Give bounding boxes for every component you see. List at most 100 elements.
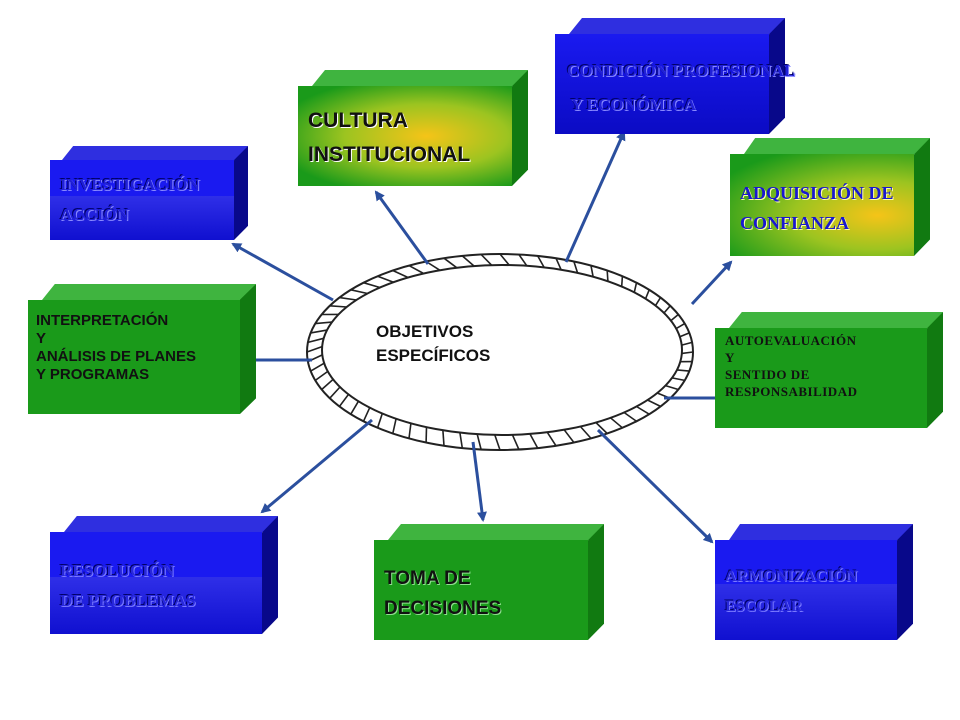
interpretacion-line1: INTERPRETACIÓN	[36, 312, 169, 329]
ring-tick	[315, 321, 333, 325]
arrow-to-toma	[471, 441, 487, 522]
autoevaluacion-line4: RESPONSABILIDAD	[725, 384, 858, 399]
box-autoevaluacion: AUTOEVALUACIÓN Y SENTIDO DE RESPONSABILI…	[715, 312, 943, 428]
ring-tick	[595, 421, 608, 435]
ring-tick	[679, 332, 690, 338]
ring-tick	[350, 289, 368, 295]
ring-tick	[654, 297, 662, 307]
ring-tick	[408, 264, 424, 275]
ring-tick	[663, 305, 671, 314]
ring-tick	[633, 282, 638, 293]
ring-tick	[636, 405, 650, 415]
autoevaluacion-line1: AUTOEVALUACIÓN	[725, 333, 857, 348]
ring-tick	[459, 432, 464, 449]
ring-tick	[579, 425, 592, 439]
box-condicion-profesional: CONDICIÓN PROFESIONAL Y ECONÓMICA	[555, 18, 795, 134]
ring-tick	[408, 423, 412, 439]
ring-tick	[647, 399, 661, 408]
ring-tick	[362, 407, 371, 422]
interpretacion-line2: Y	[36, 330, 47, 347]
interpretacion-line3: ANÁLISIS DE PLANES	[36, 348, 197, 365]
center-line1: OBJETIVOS	[376, 322, 474, 341]
ring-tick	[606, 270, 609, 282]
ring-tick	[442, 430, 445, 446]
ring-tick	[670, 313, 679, 322]
ring-tick	[609, 417, 623, 429]
ring-tick	[529, 433, 539, 449]
box-investigacion-accion: INVESTIGACIÓN ACCIÓN	[50, 146, 248, 240]
center-line2: ESPECÍFICOS	[376, 346, 491, 365]
adquisicion-line2: CONFIANZA	[740, 213, 850, 233]
condicion-line2: Y ECONÓMICA	[567, 95, 697, 114]
ring-tick	[392, 418, 397, 434]
box-adquisicion-confianza: ADQUISICIÓN DE CONFIANZA	[730, 138, 930, 256]
box-interpretacion-analisis: INTERPRETACIÓN Y ANÁLISIS DE PLANES Y PR…	[28, 284, 256, 414]
arrow-to-adquisicion	[690, 260, 733, 306]
ring-tick	[499, 253, 510, 266]
ring-tick	[329, 386, 341, 399]
ring-tick	[494, 434, 501, 451]
adquisicion-line1: ADQUISICIÓN DE	[740, 183, 894, 203]
ring-tick	[306, 345, 323, 353]
ring-tick	[307, 337, 324, 344]
ring-tick	[537, 255, 545, 268]
toma-line2: DECISIONES	[384, 598, 502, 619]
ring-tick	[376, 413, 384, 429]
ring-tick	[676, 369, 690, 372]
investigacion-line1: INVESTIGACIÓN	[60, 175, 200, 194]
autoevaluacion-line3: SENTIDO DE	[725, 367, 810, 382]
investigacion-line2: ACCIÓN	[60, 205, 129, 224]
ring-tick	[665, 384, 679, 391]
ring-tick	[480, 253, 493, 266]
ring-tick	[671, 377, 685, 382]
arrow-to-condicion	[564, 130, 626, 263]
autoevaluacion-line2: Y	[725, 350, 735, 365]
armonizacion-line2: ESCOLAR	[725, 598, 803, 615]
arrow-to-cultura	[374, 190, 430, 265]
ring-tick	[443, 257, 458, 269]
arrow-to-armonizacion	[596, 428, 714, 544]
resolucion-line1: RESOLUCIÓN	[60, 561, 175, 580]
ring-tick	[329, 305, 347, 308]
ring-tick	[555, 257, 562, 271]
arrow-to-investigacion	[231, 242, 334, 302]
cultura-line1: CULTURA	[308, 109, 408, 132]
ring-tick	[563, 429, 575, 443]
ring-tick	[573, 261, 579, 274]
cultura-line2: INSTITUCIONAL	[308, 143, 471, 166]
ring-tick	[321, 378, 334, 391]
ring-tick	[310, 362, 325, 372]
interpretacion-line4: Y PROGRAMAS	[36, 366, 150, 383]
ring-tick	[339, 296, 357, 301]
ring-tick	[476, 434, 482, 450]
armonizacion-line1: ARMONIZACIÓN	[725, 568, 858, 585]
ring-tick	[620, 276, 624, 287]
resolucion-line2: DE PROBLEMAS	[60, 591, 196, 610]
ring-tick	[546, 431, 557, 447]
ring-tick	[338, 393, 350, 407]
box-toma-decisiones: TOMA DE DECISIONES	[374, 524, 604, 640]
ring-tick	[681, 351, 694, 355]
box-armonizacion-escolar: ARMONIZACIÓN ESCOLAR	[715, 524, 913, 640]
objectives-ring	[306, 253, 694, 451]
ring-tick	[681, 341, 693, 346]
ring-tick	[590, 265, 594, 277]
ring-tick	[511, 434, 520, 450]
ring-tick	[461, 255, 475, 267]
ring-tick	[392, 269, 409, 279]
ring-tick	[310, 329, 328, 334]
ring-tick	[377, 275, 394, 283]
ring-tick	[314, 370, 329, 382]
box-resolucion-problemas: RESOLUCIÓN DE PROBLEMAS	[50, 516, 278, 634]
ring-tick	[675, 322, 686, 330]
ring-tick	[623, 411, 637, 422]
ring-tick	[350, 400, 360, 415]
center-label: OBJETIVOS ESPECÍFICOS	[376, 320, 490, 368]
ring-tick	[644, 289, 650, 299]
arrow-to-resolucion	[260, 418, 373, 514]
condicion-line1: CONDICIÓN PROFESIONAL	[567, 61, 796, 80]
ring-tick	[518, 254, 528, 267]
ring-tick	[363, 281, 381, 289]
toma-line1: TOMA DE	[384, 568, 471, 589]
